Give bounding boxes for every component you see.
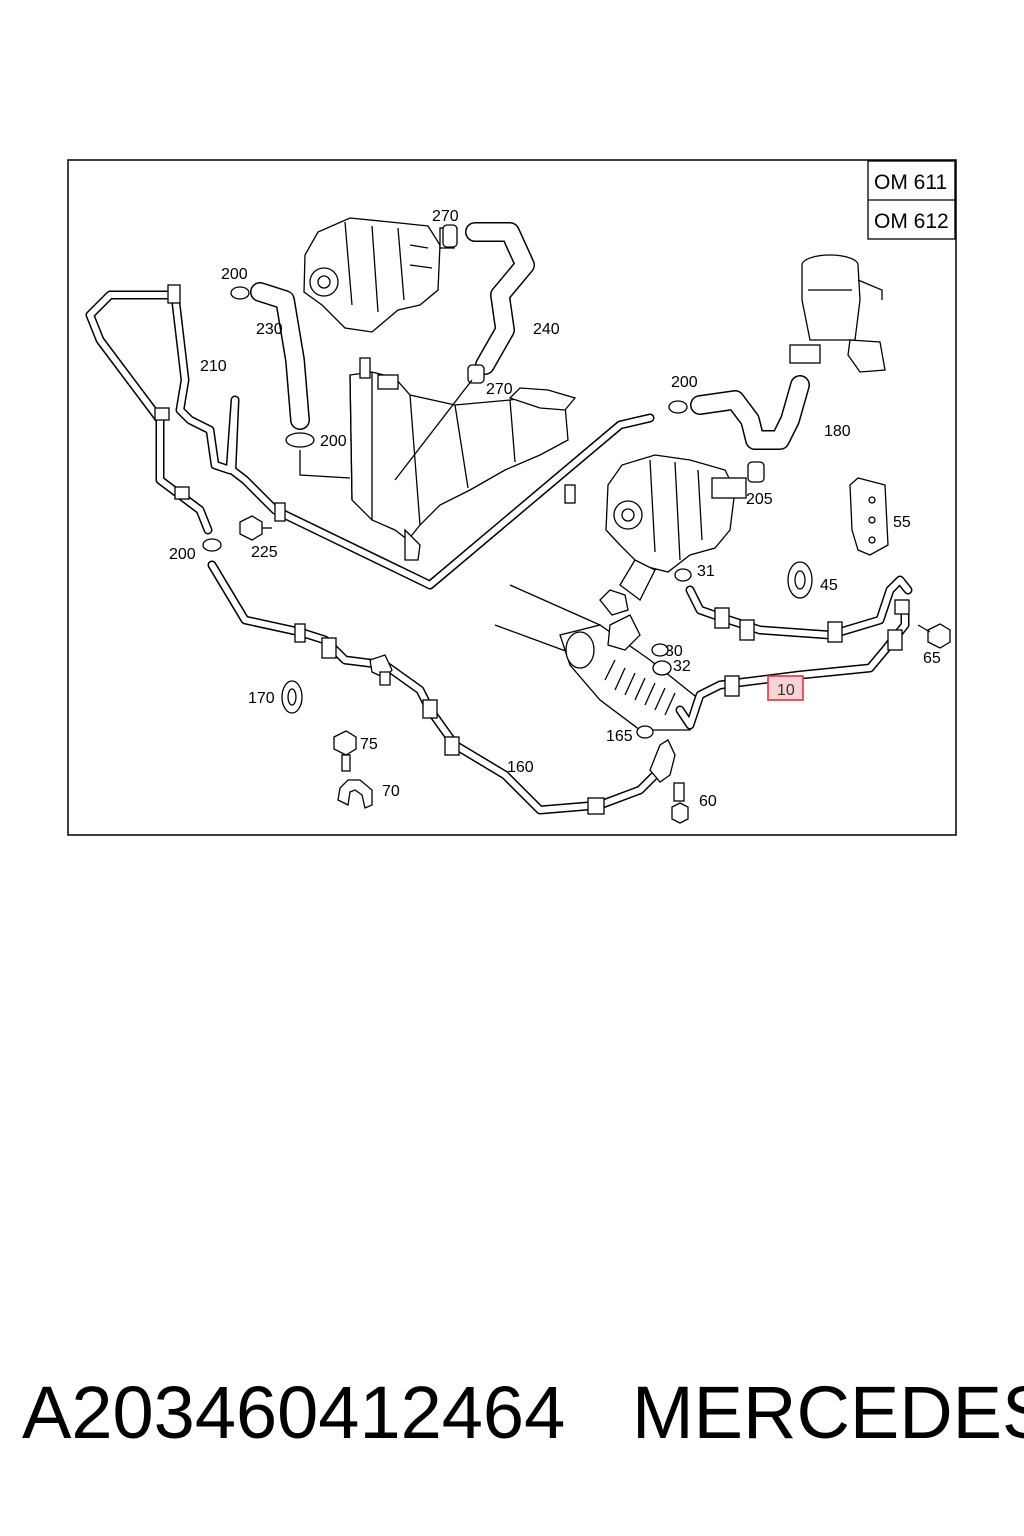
line-bracket (649, 739, 676, 783)
steering-gear (494, 559, 701, 731)
callout-225: 225 (251, 544, 278, 561)
upper-pump (303, 217, 455, 333)
bushing-170 (281, 680, 303, 714)
highlight-box (767, 675, 804, 701)
bracket-55 (849, 477, 889, 556)
engine-label-om611: OM 611 (874, 171, 947, 194)
part-number: A203460412464 (22, 1371, 566, 1454)
hose-clamps (202, 224, 765, 552)
fittings (154, 284, 910, 815)
callout-170: 170 (248, 690, 275, 707)
callout-10: 10 (777, 682, 795, 699)
callout-labels: 270 200 230 240 210 270 200 200 180 205 … (169, 208, 941, 810)
lower-pump (605, 454, 747, 573)
callout-205: 205 (746, 491, 773, 508)
callout-230: 230 (256, 321, 283, 338)
fluid-reservoir (349, 357, 577, 561)
brand-name: MERCEDES (632, 1371, 1024, 1454)
callout-31: 31 (697, 563, 715, 580)
seals (636, 568, 692, 739)
callout-240: 240 (533, 321, 560, 338)
callout-180: 180 (824, 423, 851, 440)
callout-200-c: 200 (320, 433, 347, 450)
remote-reservoir (789, 254, 886, 373)
callout-32: 32 (673, 658, 691, 675)
bushing-45 (787, 561, 813, 599)
callout-65: 65 (923, 650, 941, 667)
engine-label-om612: OM 612 (874, 210, 949, 233)
leader-lines (299, 379, 473, 481)
callout-45: 45 (820, 577, 838, 594)
callout-200-d: 200 (169, 546, 196, 563)
callout-55: 55 (893, 514, 911, 531)
callout-160: 160 (507, 759, 534, 776)
clamp-70 (337, 779, 373, 809)
callout-75: 75 (360, 736, 378, 753)
callout-10-highlight[interactable]: 10 (767, 675, 804, 701)
callout-60: 60 (699, 793, 717, 810)
callout-210: 210 (200, 358, 227, 375)
bolts (239, 515, 951, 824)
callout-70: 70 (382, 783, 400, 800)
callout-165: 165 (606, 728, 633, 745)
callout-270-lower: 270 (486, 381, 513, 398)
callout-200-a: 200 (221, 266, 248, 283)
callout-270-top: 270 (432, 208, 459, 225)
engine-variant-box: OM 611 OM 612 (867, 160, 956, 240)
callout-30: 30 (665, 643, 683, 660)
callout-200-b: 200 (671, 374, 698, 391)
